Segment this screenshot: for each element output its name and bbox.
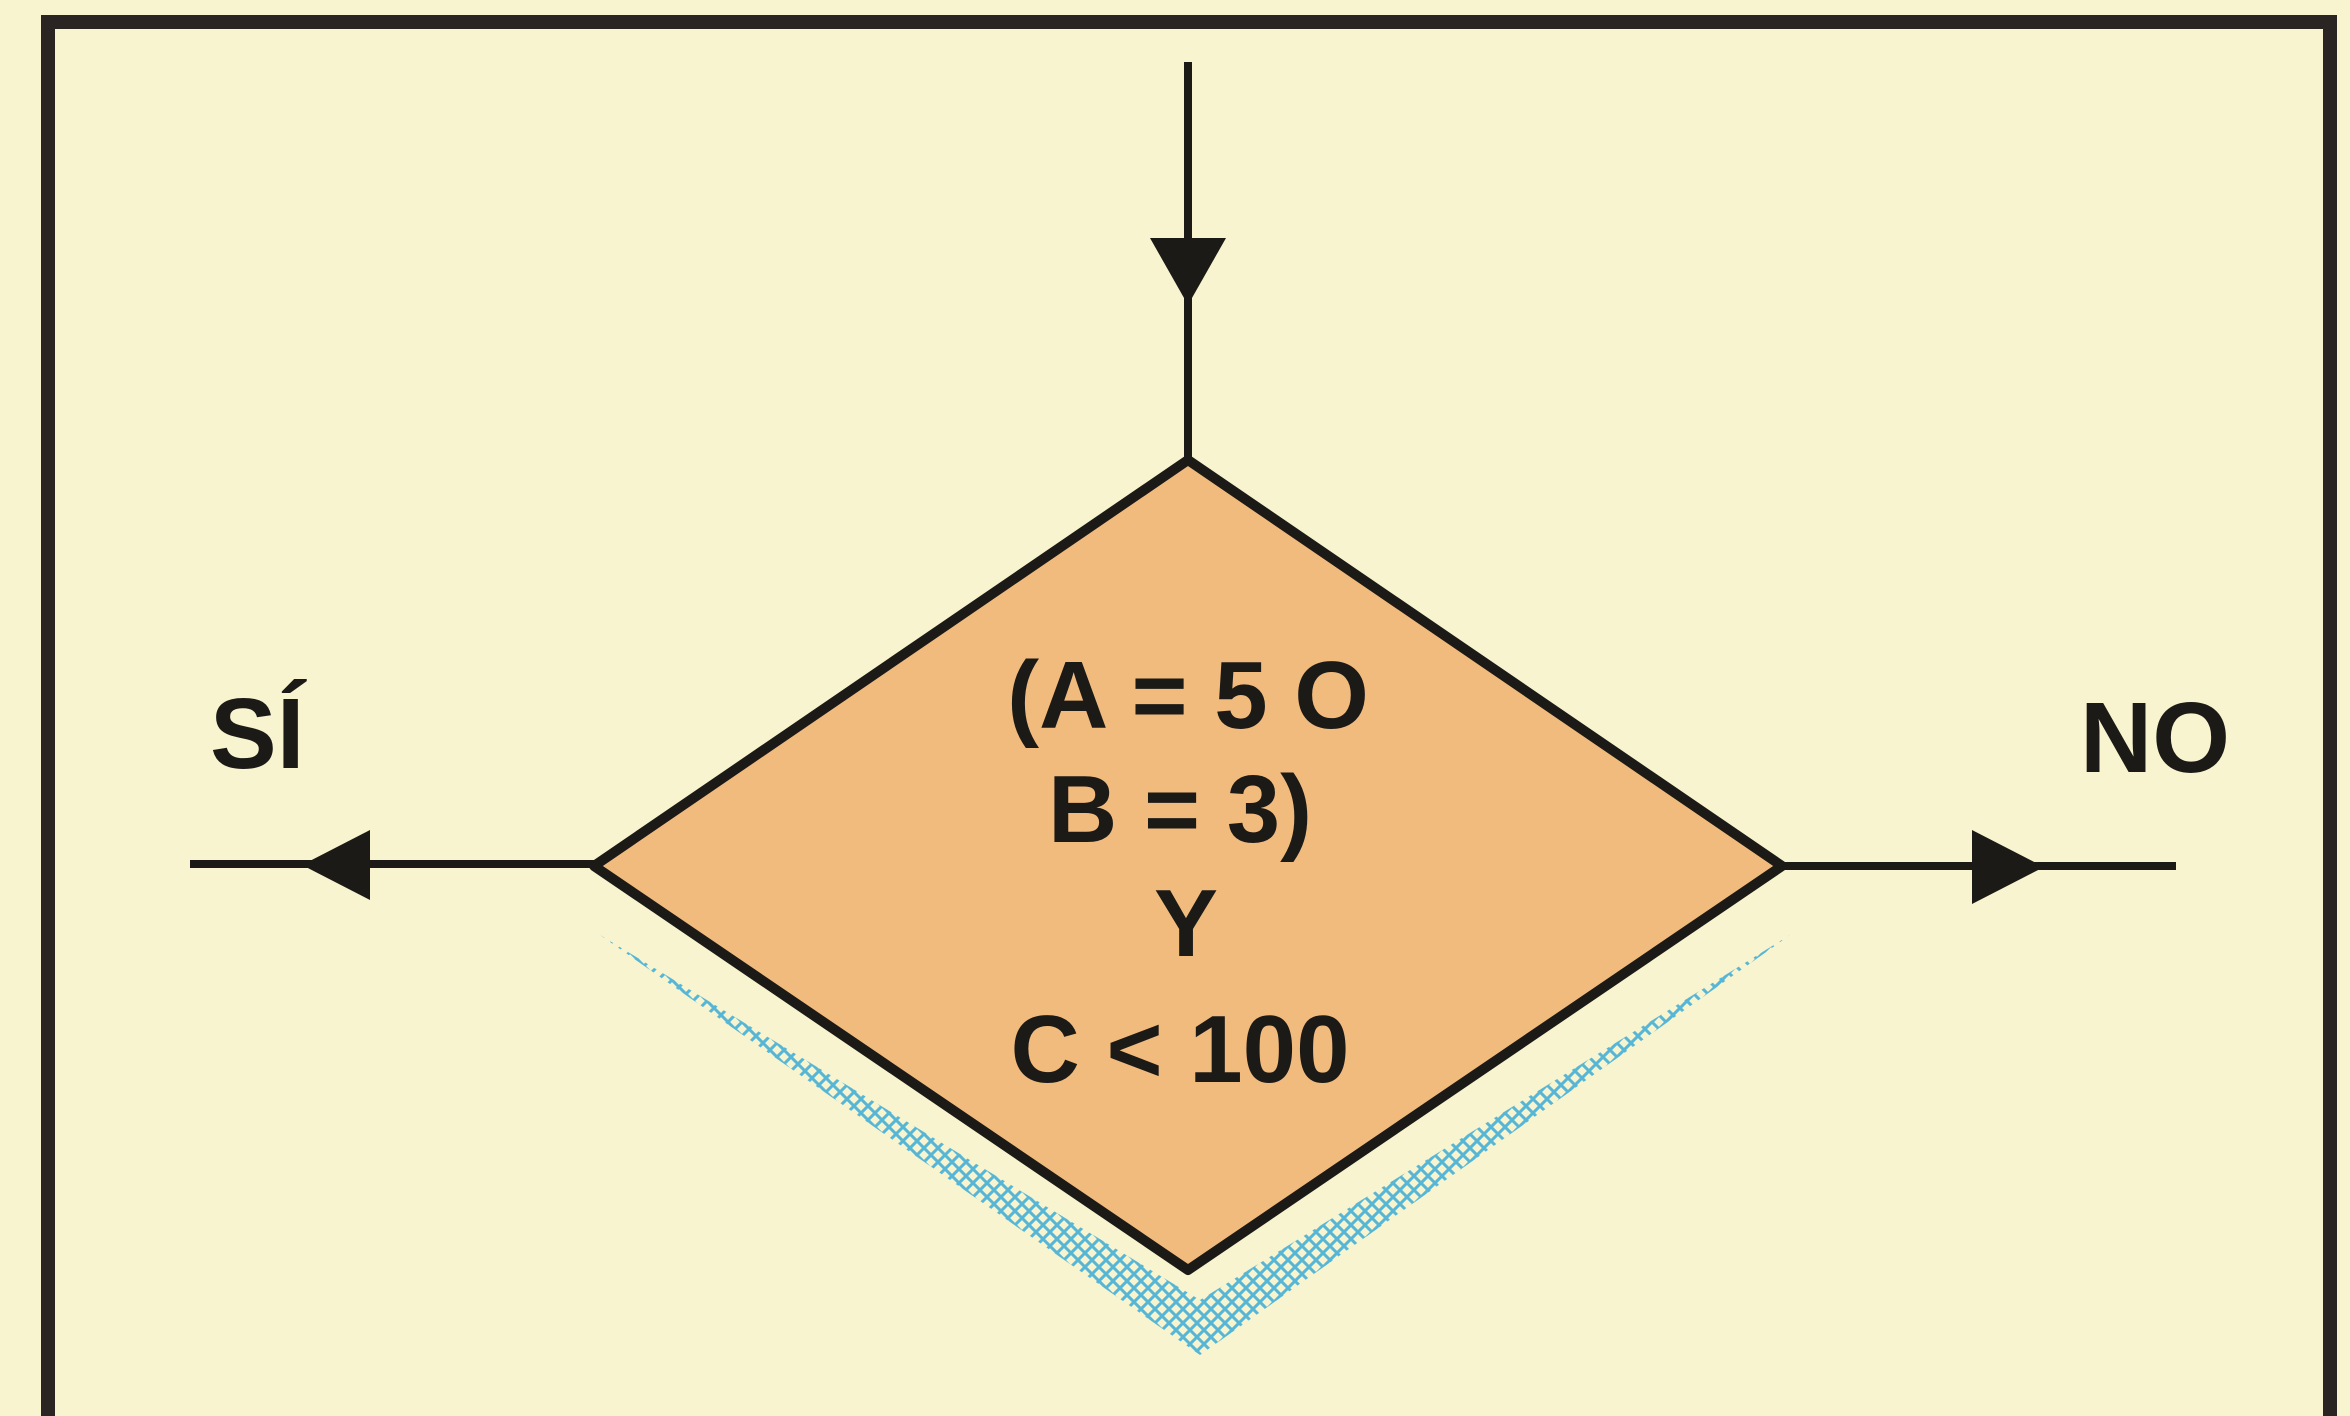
condition-line-2: B = 3) xyxy=(1048,756,1312,863)
decision-diamond xyxy=(589,455,1787,1275)
yes-arrowhead-icon xyxy=(302,830,370,900)
condition-line-1: (A = 5 O xyxy=(1007,642,1369,749)
incoming-arrowhead-icon xyxy=(1150,238,1226,305)
yes-label: SÍ xyxy=(210,678,307,790)
diagram-frame xyxy=(41,15,2337,1416)
no-arrowhead-icon xyxy=(1972,830,2044,904)
condition-line-4: C < 100 xyxy=(1011,996,1350,1103)
no-label: NO xyxy=(2080,682,2230,794)
condition-line-3: Y xyxy=(1154,870,1218,977)
